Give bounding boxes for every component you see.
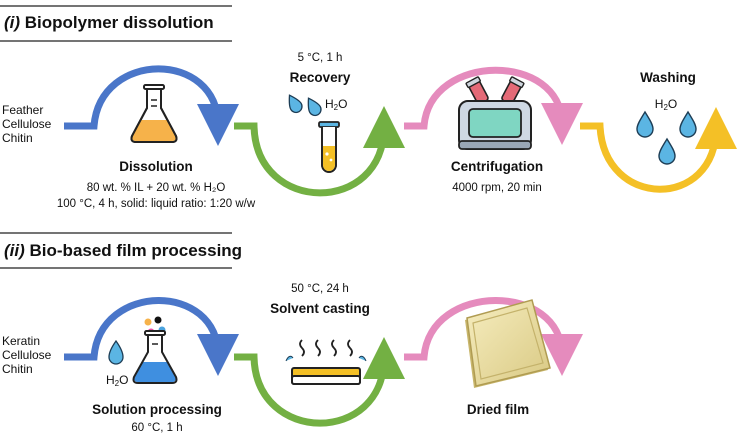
centrifugation-arrow xyxy=(404,66,583,145)
solution-processing-arrow xyxy=(64,297,239,376)
water-drop-icon xyxy=(108,339,124,365)
solvent-casting-arrow xyxy=(234,337,405,427)
test-tube-icon xyxy=(318,121,340,173)
casting-label: Solvent casting xyxy=(270,301,370,316)
input-chitin: Chitin xyxy=(2,131,33,145)
centrifugation-label: Centrifugation xyxy=(450,159,544,174)
recovery-condition: 5 °C, 1 h xyxy=(297,52,343,64)
dried-film-icon xyxy=(465,299,551,388)
solution-processing-label: Solution processing xyxy=(92,402,222,417)
casting-condition: 50 °C, 24 h xyxy=(291,283,349,295)
recovery-label: Recovery xyxy=(289,70,351,85)
section2-numeral: (ii) xyxy=(4,241,25,260)
dissolution-composition: 80 wt. % IL + 20 wt. % H₂O xyxy=(86,182,226,194)
centrifugation-condition: 4000 rpm, 20 min xyxy=(452,182,542,194)
section2-title: Bio-based film processing xyxy=(29,241,243,260)
recovery-arrow xyxy=(234,106,405,197)
water-drop-icon xyxy=(679,110,697,138)
water-drop-icon xyxy=(658,137,676,165)
dissolution-arrow xyxy=(64,65,239,146)
dissolution-conditions: 100 °C, 4 h, solid: liquid ratio: 1:20 w… xyxy=(56,198,256,210)
section2-heading: (ii) Bio-based film processing xyxy=(4,242,242,259)
washing-h2o: H2O xyxy=(654,97,678,112)
dissolution-label: Dissolution xyxy=(119,159,193,174)
input-cellulose: Cellulose xyxy=(2,117,52,131)
erlenmeyer-flask-icon xyxy=(132,330,178,384)
section1-title: Biopolymer dissolution xyxy=(24,13,214,32)
erlenmeyer-flask-icon xyxy=(130,84,178,143)
water-drop-icon xyxy=(307,97,322,117)
dried-film-label: Dried film xyxy=(466,402,530,417)
centrifuge-icon xyxy=(458,76,532,150)
dried-film-arrow xyxy=(404,297,583,376)
solution-h2o: H2O xyxy=(106,373,129,388)
input-chitin-2: Chitin xyxy=(2,362,33,376)
water-drop-icon xyxy=(288,94,303,114)
washing-arrow xyxy=(580,107,737,193)
recovery-h2o: H2O xyxy=(325,97,348,112)
section1-numeral: (i) xyxy=(4,13,21,32)
input-keratin: Keratin xyxy=(2,334,41,348)
section1-heading: (i) Biopolymer dissolution xyxy=(4,14,214,31)
washing-label: Washing xyxy=(640,70,696,85)
water-drop-icon xyxy=(636,110,654,138)
input-feather: Feather xyxy=(2,103,44,117)
evaporation-dish-icon xyxy=(285,339,367,385)
input-cellulose-2: Cellulose xyxy=(2,348,52,362)
solution-processing-condition: 60 °C, 1 h xyxy=(131,422,183,434)
